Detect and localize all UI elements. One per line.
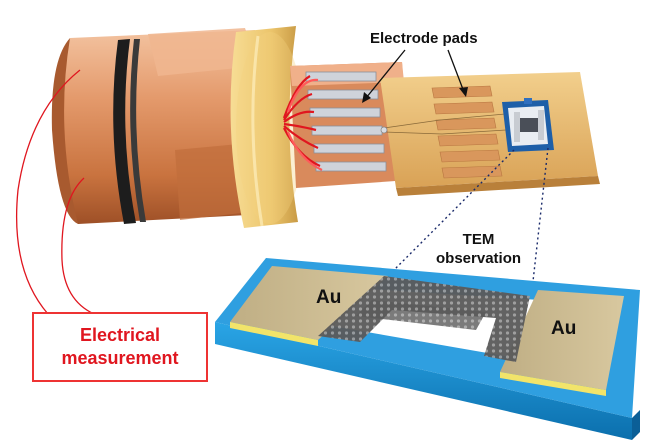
- gold-film-right: [500, 290, 624, 390]
- electrode-pads: [431, 85, 503, 179]
- nanomaterial-mesh-bridge: [356, 300, 486, 330]
- nanomaterial-mesh: [318, 276, 530, 362]
- holder-body: [51, 28, 268, 224]
- measurement-line2: measurement: [61, 348, 179, 368]
- gold-film-left: [230, 266, 388, 340]
- tem-label-line2: observation: [436, 250, 522, 267]
- electrode-pads-label: Electrode pads: [370, 30, 478, 47]
- chip-device: [502, 98, 554, 152]
- gold-collar: [230, 26, 304, 228]
- black-o-ring-2: [130, 39, 146, 222]
- substrate-right-side: [632, 410, 640, 440]
- substrate-side: [215, 322, 632, 440]
- au-right-label: Au: [551, 318, 577, 339]
- pads-leader-lines: [365, 49, 465, 99]
- zoom-dotted-lines: [371, 147, 549, 309]
- copper-cylinder-end: [51, 38, 78, 224]
- tem-label-line1: TEM: [462, 231, 495, 248]
- measurement-line1: Electrical: [79, 325, 161, 345]
- pads-arrowheads: [362, 87, 468, 103]
- contact-fingers: [305, 71, 387, 172]
- red-wires: [282, 75, 323, 172]
- copper-flat-top: [148, 28, 258, 76]
- measurement-wires: [15, 69, 95, 315]
- zoomed-device: [215, 258, 640, 440]
- au-left-label: Au: [316, 287, 342, 308]
- tem-observation-label: TEM observation: [436, 230, 521, 268]
- black-o-ring: [113, 39, 136, 224]
- chip-traces: [380, 113, 507, 135]
- electrical-measurement-box: Electrical measurement: [32, 312, 208, 382]
